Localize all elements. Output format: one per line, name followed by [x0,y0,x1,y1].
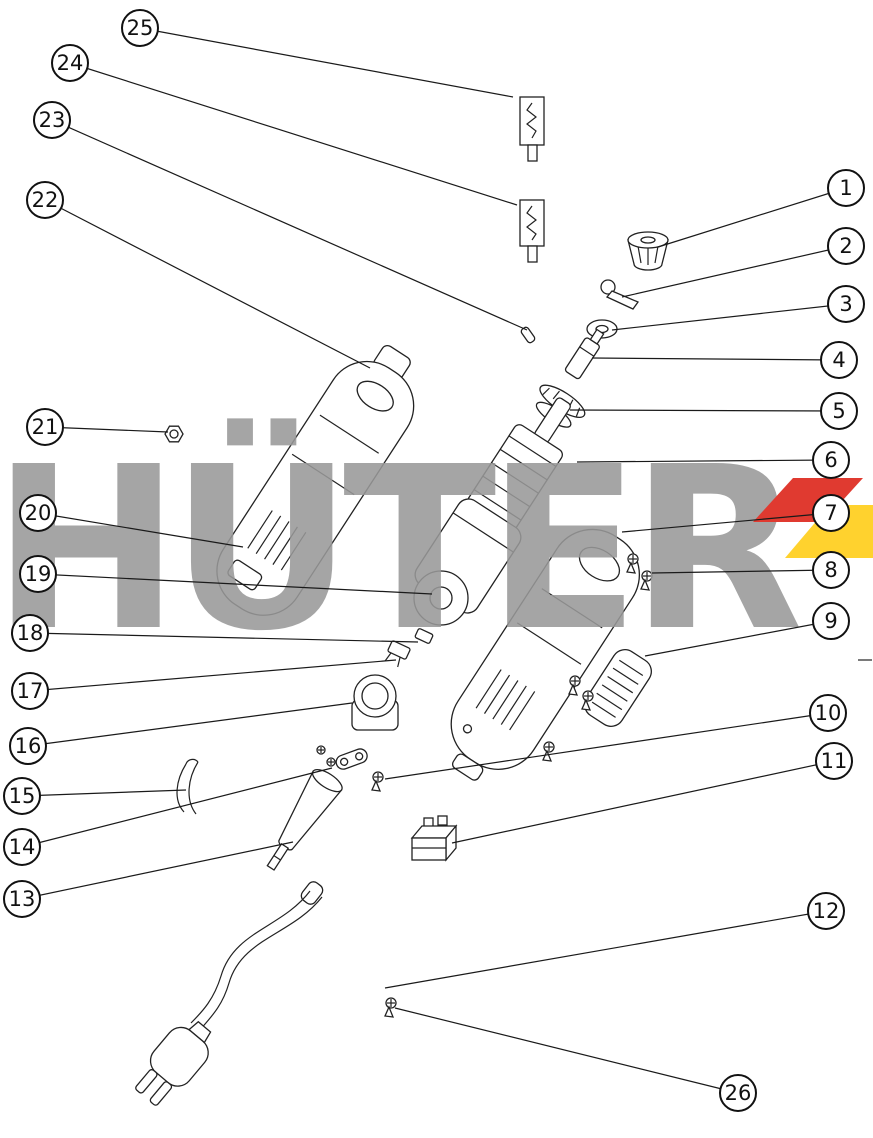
part-terminal-clip [384,640,411,668]
leader-line-15 [21,789,187,797]
leader-line-10 [384,712,829,780]
leader-line-16 [27,702,353,747]
part-collet-wrench [600,279,640,310]
leader-line-23 [51,119,528,331]
leader-line-9 [644,620,832,657]
leader-line-7 [621,512,832,533]
leader-line-24 [69,62,518,206]
part-spindle [564,328,605,380]
part-carbon-brush-2 [519,199,545,263]
leader-line-19 [37,573,433,595]
leader-line-8 [651,569,832,574]
leader-line-4 [591,357,840,361]
leader-line-18 [29,632,419,643]
screw-group [316,553,653,1018]
part-switch [410,815,458,862]
part-housing-right [450,528,641,781]
part-bearing-cap [351,674,399,731]
leader-line-1 [657,187,847,248]
leader-line-21 [44,426,169,433]
leader-line-14 [21,767,333,848]
leader-line-25 [139,27,514,98]
part-bearing-mount [413,498,522,626]
part-carbon-brush-1 [519,96,545,162]
part-cord-clamp [335,748,368,770]
part-clip [414,628,434,644]
leader-line-22 [44,199,371,369]
leader-line-3 [611,303,847,331]
part-collet-nut [627,231,669,271]
leader-line-6 [576,459,832,463]
part-nut [164,425,184,443]
leader-line-26 [394,1007,739,1094]
leader-line-17 [29,659,397,692]
leader-line-13 [21,841,294,900]
leader-line-11 [451,760,835,844]
leader-line-12 [384,910,827,989]
part-housing-left [216,344,415,616]
part-nose-cone [266,769,343,871]
part-power-cord [135,881,324,1106]
leader-line-20 [37,512,244,548]
part-vent-cover [584,649,652,727]
part-spring-clip [176,758,199,815]
leader-line-2 [621,245,847,298]
leader-line-5 [569,409,840,412]
